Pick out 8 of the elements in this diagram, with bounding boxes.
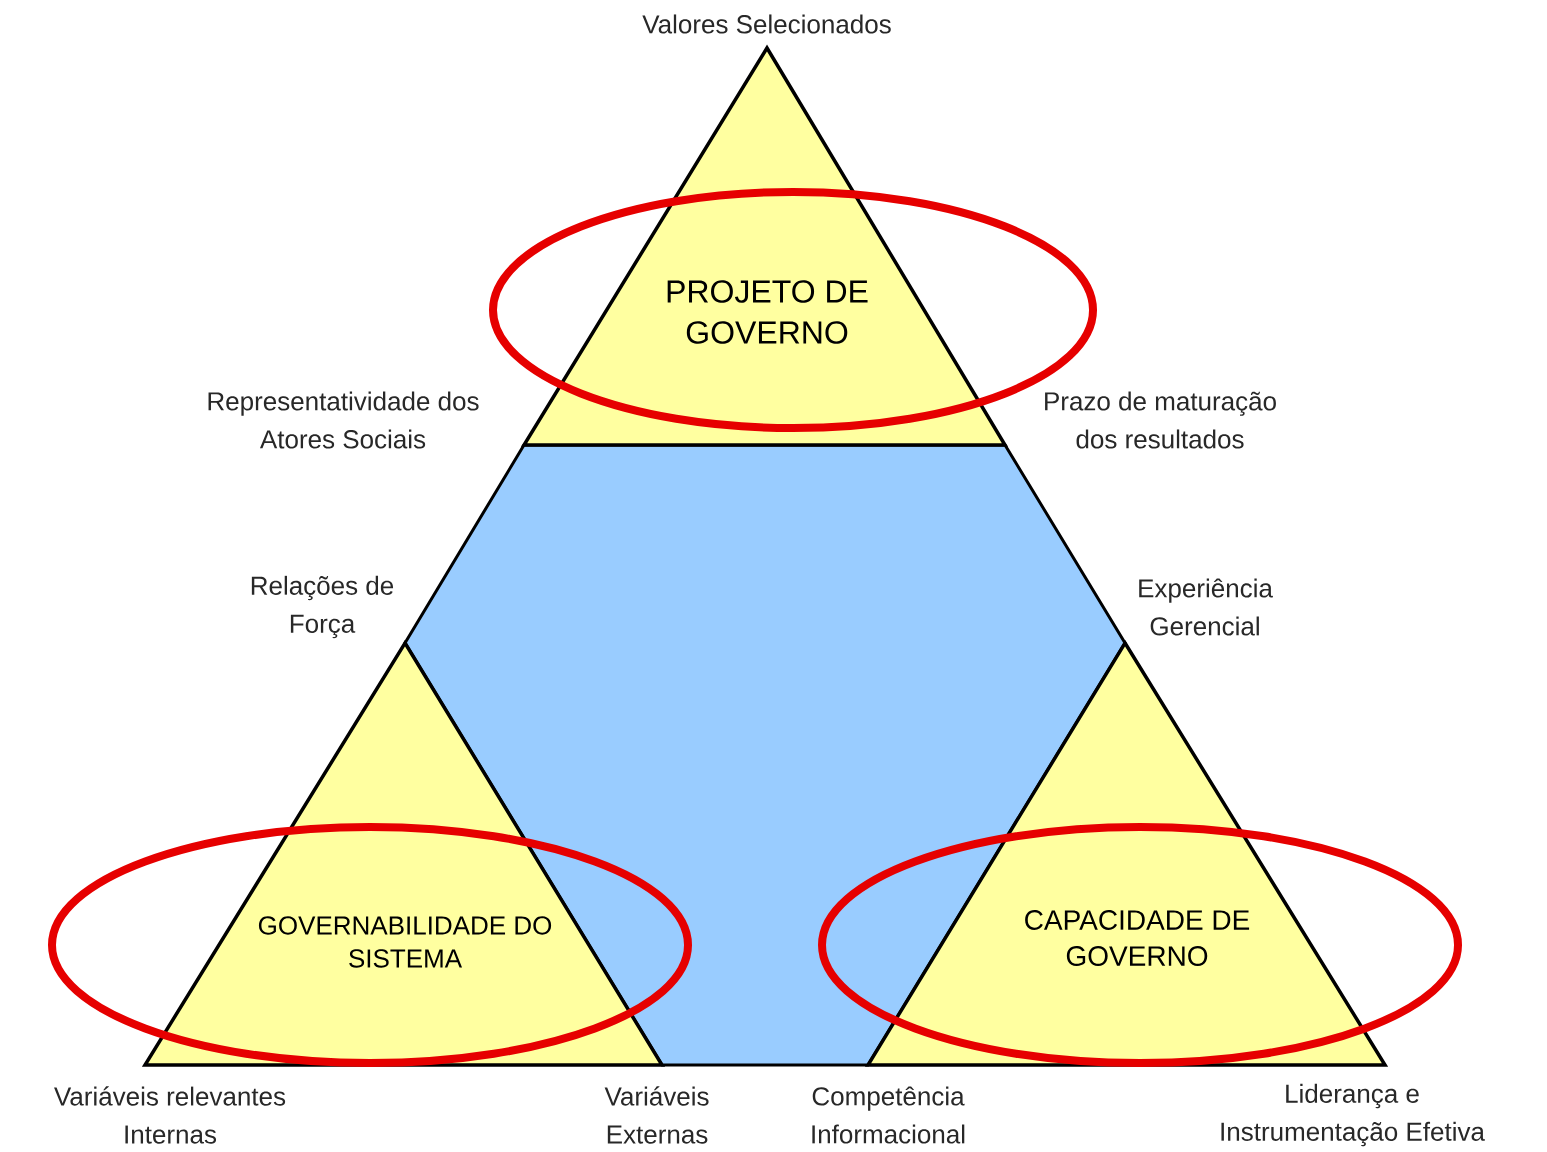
vertex-label: Liderança e Instrumentação Efetiva: [1221, 1083, 1485, 1147]
vertex-label: Competência Informacional: [812, 1086, 965, 1144]
vertex-label: Experiência Gerencial: [1139, 578, 1273, 636]
vertex-label: Variáveis Externas: [604, 1086, 709, 1144]
vertex-label: Relações de Força: [251, 575, 394, 639]
vertex-label: Prazo de maturação dos resultados: [1045, 391, 1276, 449]
vertex-label: Representatividade dos Atores Sociais: [208, 391, 479, 449]
vertex-label: Variáveis relevantes Internas: [54, 1086, 286, 1144]
